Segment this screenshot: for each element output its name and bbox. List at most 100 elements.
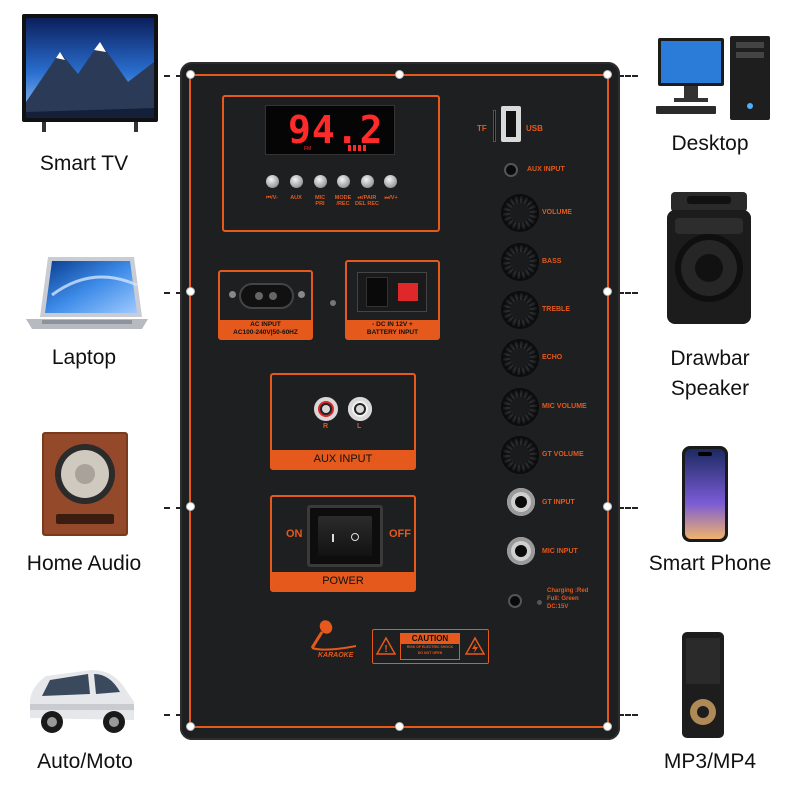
mounting-hole xyxy=(395,722,404,731)
phone-icon xyxy=(682,446,728,542)
connector-line xyxy=(618,292,638,294)
karaoke-logo: KARAOKE xyxy=(304,618,366,666)
drawbar-speaker-device xyxy=(663,190,755,330)
mic-volume-knob[interactable] xyxy=(503,390,537,424)
next-vol-up-button[interactable] xyxy=(384,175,397,188)
desktop-label: Desktop xyxy=(671,132,749,155)
mic-input-label: MIC INPUT xyxy=(542,548,578,555)
power-rocker-switch[interactable] xyxy=(307,505,383,567)
ac-input-box xyxy=(218,270,313,340)
button-label: ⏯/PAIR DEL REC xyxy=(354,195,380,207)
play-pair-button[interactable] xyxy=(361,175,374,188)
mounting-hole xyxy=(603,502,612,511)
prev-vol-down-button[interactable] xyxy=(266,175,279,188)
caution-title: CAUTION xyxy=(401,634,459,644)
smart-tv-device xyxy=(20,12,160,138)
amplifier-panel xyxy=(180,62,620,740)
gt-volume-knob[interactable] xyxy=(503,438,537,472)
mp3-player-device xyxy=(680,630,726,740)
display-fm-indicator: FM xyxy=(304,146,312,152)
smart-phone-device xyxy=(680,444,730,544)
mode-rec-button[interactable] xyxy=(337,175,350,188)
echo-label: ECHO xyxy=(542,354,563,361)
mic-pri-button[interactable] xyxy=(314,175,327,188)
desktop-icon xyxy=(656,36,770,120)
mounting-hole xyxy=(186,70,195,79)
desktop-device xyxy=(652,34,782,124)
rca-l-label: L xyxy=(357,423,362,430)
tf-card-slot[interactable] xyxy=(493,110,496,142)
power-on-label: ON xyxy=(286,528,303,540)
speaker-icon xyxy=(42,432,128,536)
gt-input-label: GT INPUT xyxy=(542,499,575,506)
connector-line xyxy=(618,714,638,716)
treble-label: TREBLE xyxy=(542,306,570,313)
aux-input-jack[interactable] xyxy=(506,165,516,175)
display-level-bars xyxy=(348,145,366,151)
mic-input-jack[interactable] xyxy=(507,537,535,565)
mounting-hole xyxy=(395,70,404,79)
display-frequency: 94.2 xyxy=(288,108,384,152)
rca-right-jack[interactable] xyxy=(314,397,338,421)
laptop-label: Laptop xyxy=(51,346,117,369)
karaoke-label: KARAOKE xyxy=(318,652,354,659)
car-icon xyxy=(30,670,134,733)
gt-volume-label: GT VOLUME xyxy=(542,451,584,458)
rca-left-jack[interactable] xyxy=(348,397,372,421)
smart-tv-label: Smart TV xyxy=(39,152,129,175)
caution-inner-box: CAUTION RISK OF ELECTRIC SHOCK DO NOT OP… xyxy=(400,633,460,660)
aux-rca-title: AUX INPUT xyxy=(272,450,414,468)
connector-line xyxy=(618,75,638,77)
mic-volume-label: MIC VOLUME xyxy=(542,403,587,410)
charging-info-line: Charging :Red xyxy=(547,588,589,594)
smart-phone-label: Smart Phone xyxy=(648,552,772,575)
connector-line xyxy=(164,75,182,77)
bass-label: BASS xyxy=(542,258,562,265)
rca-r-label: R xyxy=(323,423,329,430)
connector-line xyxy=(164,714,182,716)
battery-input-label: - DC IN 12V + BATTERY INPUT xyxy=(347,320,438,338)
ac-screw xyxy=(298,291,305,298)
treble-knob[interactable] xyxy=(503,293,537,327)
button-label: MODE /REC xyxy=(334,195,352,207)
drawbar-speaker-label: Drawbar Speaker xyxy=(650,344,770,404)
tv-icon xyxy=(22,14,158,132)
mounting-hole xyxy=(186,502,195,511)
bass-knob[interactable] xyxy=(503,245,537,279)
switch-off-mark xyxy=(351,533,359,541)
mp3-player-icon xyxy=(682,632,724,738)
auto-moto-device xyxy=(22,660,142,740)
panel-screw xyxy=(330,300,336,306)
echo-knob[interactable] xyxy=(503,341,537,375)
ac-input-line1: AC INPUT xyxy=(250,321,281,328)
aux-rca-box xyxy=(270,373,416,470)
caution-label: ! CAUTION RISK OF ELECTRIC SHOCK DO NOT … xyxy=(372,629,489,664)
gt-input-jack[interactable] xyxy=(507,488,535,516)
button-label: MIC PRI xyxy=(314,195,326,207)
mounting-hole xyxy=(186,287,195,296)
volume-knob[interactable] xyxy=(503,196,537,230)
battery-input-box xyxy=(345,260,440,340)
battery-line2: BATTERY INPUT xyxy=(366,329,419,336)
ac-input-socket[interactable] xyxy=(239,283,294,309)
battery-terminal[interactable] xyxy=(357,272,427,312)
button-label: AUX xyxy=(290,195,302,201)
charging-info-line: Full: Green xyxy=(547,596,579,602)
dc-charging-jack[interactable] xyxy=(510,596,520,606)
connector-line xyxy=(164,292,182,294)
mp3-mp4-label: MP3/MP4 xyxy=(663,750,757,773)
power-off-label: OFF xyxy=(389,528,411,540)
terminal-black xyxy=(366,277,388,307)
drawbar-speaker-icon xyxy=(667,192,751,324)
fm-display: 94.2 FM xyxy=(265,105,395,155)
warning-triangle-icon: ! xyxy=(376,636,396,655)
ac-input-line2: AC100-240V|50-60HZ xyxy=(233,329,298,336)
mounting-hole xyxy=(603,70,612,79)
home-audio-device xyxy=(40,430,130,540)
lightning-triangle-icon xyxy=(465,636,485,655)
aux-button[interactable] xyxy=(290,175,303,188)
tf-label: TF xyxy=(477,124,487,133)
aux-input-label: AUX INPUT xyxy=(527,166,565,173)
volume-label: VOLUME xyxy=(542,209,572,216)
usb-port[interactable] xyxy=(501,106,521,142)
